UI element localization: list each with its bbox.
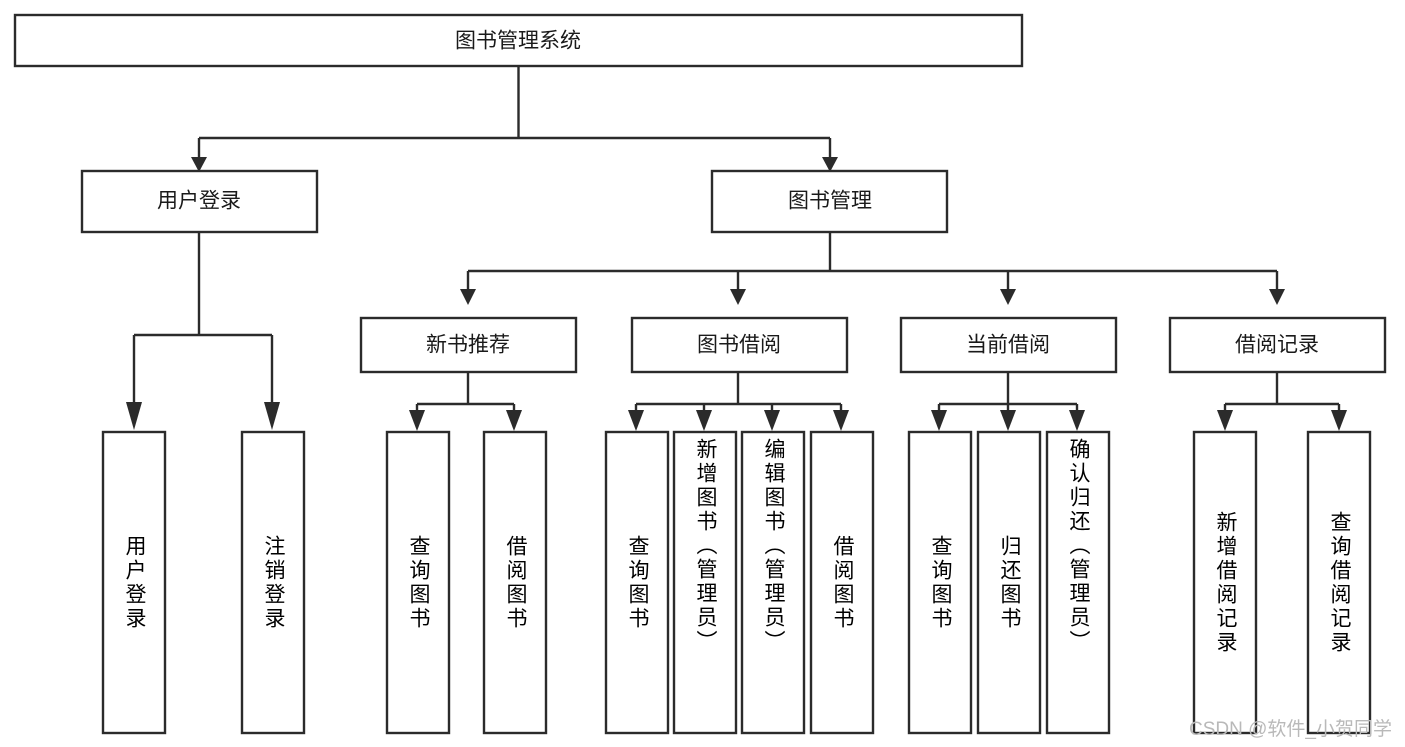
leaf-book-borrow-4-box[interactable] (809, 430, 875, 735)
arrow-userlogin-leaf2 (264, 402, 280, 430)
leaf-new-book-1-text-wrap: 查询图书 (407, 534, 430, 631)
leaf-book-borrow-4-text-wrap: 借阅图书 (831, 534, 854, 631)
leaf-new-book-1-label: 查询图书 (407, 534, 430, 631)
node-book-borrow-label: 图书借阅 (697, 334, 781, 357)
leaf-user-login-2-text-wrap: 注销登录 (262, 534, 285, 631)
arrow-currentborrow-leaf2 (1000, 410, 1016, 431)
leaf-new-book-1-box[interactable] (385, 430, 451, 735)
arrow-currentborrow-leaf1 (931, 410, 947, 431)
leaf-book-borrow-1-label: 查询图书 (626, 534, 649, 631)
arrow-root-to-book-mgmt (822, 157, 838, 172)
node-new-book-recommend[interactable]: 新书推荐 (359, 316, 578, 374)
node-user-login-label: 用户登录 (157, 190, 241, 213)
leaf-borrow-record-2-text-wrap: 查询借阅记录 (1328, 510, 1351, 655)
leaf-borrow-record-2-label: 查询借阅记录 (1328, 510, 1351, 655)
leaf-current-borrow-1-label: 查询图书 (929, 534, 952, 631)
leaf-current-borrow-1-text-wrap: 查询图书 (929, 534, 952, 631)
leaf-book-borrow-2[interactable]: 新增图书（管理员） (672, 430, 738, 735)
node-borrow-record-box[interactable] (1168, 316, 1387, 374)
leaf-book-borrow-1-text-wrap: 查询图书 (626, 534, 649, 631)
leaf-book-borrow-1-box[interactable] (604, 430, 670, 735)
leaf-borrow-record-2[interactable]: 查询借阅记录 (1306, 430, 1372, 735)
leaf-user-login-1-label: 用户登录 (123, 534, 146, 631)
arrow-bookborrow-leaf2 (696, 410, 712, 431)
arrow-currentborrow-leaf3 (1069, 410, 1085, 431)
leaf-current-borrow-3-box[interactable] (1045, 430, 1111, 735)
leaf-borrow-record-1[interactable]: 新增借阅记录 (1192, 430, 1258, 735)
node-root-box[interactable] (13, 13, 1024, 68)
arrow-bookborrow-leaf4 (833, 410, 849, 431)
leaf-book-borrow-3-label: 编辑图书（管理员） (762, 438, 785, 654)
node-borrow-record-label: 借阅记录 (1235, 334, 1319, 357)
arrow-root-to-user-login (191, 157, 207, 172)
node-root[interactable]: 图书管理系统 (13, 13, 1024, 68)
leaf-current-borrow-3-text-wrap: 确认归还（管理员） (1067, 438, 1090, 654)
arrow-to-new-book-recommend (460, 289, 476, 305)
leaf-current-borrow-1[interactable]: 查询图书 (907, 430, 973, 735)
node-new-book-recommend-label: 新书推荐 (426, 334, 510, 357)
leaf-book-borrow-2-text-wrap: 新增图书（管理员） (694, 438, 717, 654)
arrow-bookborrow-leaf3 (764, 410, 780, 431)
connector-group (126, 66, 1347, 431)
node-book-borrow[interactable]: 图书借阅 (630, 316, 849, 374)
leaf-new-book-2-text-wrap: 借阅图书 (504, 534, 527, 631)
leaf-current-borrow-3[interactable]: 确认归还（管理员） (1045, 430, 1111, 735)
leaf-borrow-record-1-box[interactable] (1192, 430, 1258, 735)
watermark-label: CSDN @软件_小贺同学 (1189, 718, 1392, 740)
leaf-current-borrow-2[interactable]: 归还图书 (976, 430, 1042, 735)
arrow-to-book-borrow (730, 289, 746, 305)
leaf-book-borrow-1[interactable]: 查询图书 (604, 430, 670, 735)
leaf-book-borrow-4[interactable]: 借阅图书 (809, 430, 875, 735)
leaf-new-book-2[interactable]: 借阅图书 (482, 430, 548, 735)
arrow-userlogin-leaf1 (126, 402, 142, 430)
leaf-book-borrow-3-text-wrap: 编辑图书（管理员） (762, 438, 785, 654)
node-user-login-box[interactable] (80, 169, 319, 234)
leaf-current-borrow-2-box[interactable] (976, 430, 1042, 735)
node-borrow-record[interactable]: 借阅记录 (1168, 316, 1387, 374)
leaf-user-login-2-label: 注销登录 (262, 534, 285, 631)
leaf-book-borrow-4-label: 借阅图书 (831, 534, 854, 631)
node-book-management[interactable]: 图书管理 (710, 169, 949, 234)
node-book-management-label: 图书管理 (788, 190, 872, 213)
leaf-book-borrow-2-box[interactable] (672, 430, 738, 735)
leaf-new-book-2-label: 借阅图书 (504, 534, 527, 631)
leaf-current-borrow-3-label: 确认归还（管理员） (1067, 438, 1090, 654)
leaf-user-login-1-box[interactable] (101, 430, 167, 735)
node-root-label: 图书管理系统 (455, 30, 581, 53)
leaf-user-login-1[interactable]: 用户登录 (101, 430, 167, 735)
arrow-newbook-leaf2 (506, 410, 522, 431)
arrow-borrowrecord-leaf1 (1217, 410, 1233, 431)
arrow-to-current-borrow (1000, 289, 1016, 305)
arrow-newbook-leaf1 (409, 410, 425, 431)
node-current-borrow-box[interactable] (899, 316, 1118, 374)
leaf-current-borrow-2-label: 归还图书 (998, 534, 1021, 631)
node-user-login[interactable]: 用户登录 (80, 169, 319, 234)
node-current-borrow[interactable]: 当前借阅 (899, 316, 1118, 374)
leaf-borrow-record-2-box[interactable] (1306, 430, 1372, 735)
leaf-borrow-record-1-label: 新增借阅记录 (1214, 510, 1237, 655)
leaf-new-book-1[interactable]: 查询图书 (385, 430, 451, 735)
leaf-current-borrow-2-text-wrap: 归还图书 (998, 534, 1021, 631)
leaf-user-login-2-box[interactable] (240, 430, 306, 735)
node-book-borrow-box[interactable] (630, 316, 849, 374)
leaf-book-borrow-3[interactable]: 编辑图书（管理员） (740, 430, 806, 735)
arrow-bookborrow-leaf1 (628, 410, 644, 431)
node-book-management-box[interactable] (710, 169, 949, 234)
node-new-book-recommend-box[interactable] (359, 316, 578, 374)
leaf-user-login-2[interactable]: 注销登录 (240, 430, 306, 735)
leaf-book-borrow-2-label: 新增图书（管理员） (694, 438, 717, 654)
arrow-to-borrow-record (1269, 289, 1285, 305)
arrow-borrowrecord-leaf2 (1331, 410, 1347, 431)
leaf-current-borrow-1-box[interactable] (907, 430, 973, 735)
leaf-new-book-2-box[interactable] (482, 430, 548, 735)
node-current-borrow-label: 当前借阅 (966, 334, 1050, 357)
leaf-user-login-1-text-wrap: 用户登录 (123, 534, 146, 631)
leaf-borrow-record-1-text-wrap: 新增借阅记录 (1214, 510, 1237, 655)
leaf-book-borrow-3-box[interactable] (740, 430, 806, 735)
